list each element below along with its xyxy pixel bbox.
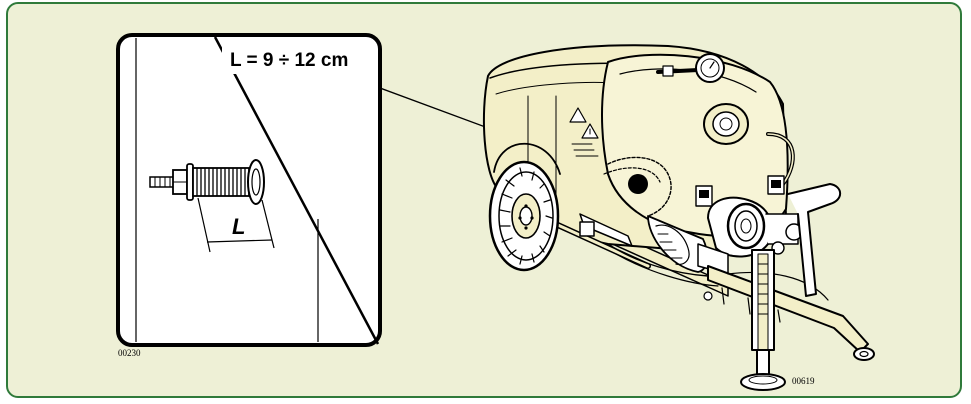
dimension-text-box — [222, 44, 377, 74]
illustration-canvas: L = 9 ÷ 12 cm L 002 — [116, 33, 875, 391]
length-label: L — [232, 214, 245, 239]
detail-callout: L = 9 ÷ 12 cm L 002 — [116, 33, 382, 358]
detail-diagonal-edge — [213, 36, 380, 345]
dimension-text: L = 9 ÷ 12 cm — [230, 50, 348, 71]
length-dimension — [197, 197, 275, 253]
bolt-icon — [149, 159, 265, 205]
detail-figure-code: 00230 — [118, 348, 141, 358]
illustration-panel: L = 9 ÷ 12 cm L 002 — [6, 2, 962, 398]
machine-figure-code: 00619 — [792, 376, 815, 386]
bolt-location-marker — [628, 174, 648, 194]
sprayer-machine-illustration — [482, 44, 875, 391]
